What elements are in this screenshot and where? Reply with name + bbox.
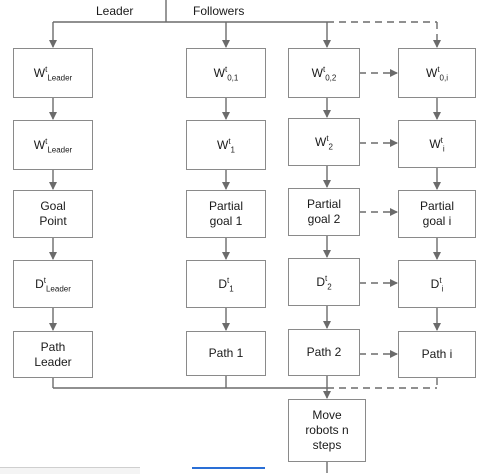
goal-point-line2: Point: [39, 214, 67, 228]
partial-goal-1-line2: goal 1: [209, 214, 243, 228]
move-robots-box: Move robots n steps: [288, 399, 366, 462]
partial-goal-1-line1: Partial: [208, 199, 243, 213]
leader-w-label-2: WtLeader: [33, 136, 73, 154]
f1-w-box-1: Wt0,1: [186, 48, 266, 98]
partial-goal-1-box: Partial goal 1: [186, 190, 266, 238]
partial-goal-2-line1: Partial: [306, 197, 341, 211]
path-leader-box: Path Leader: [13, 331, 93, 378]
move-robots-line3: steps: [312, 438, 342, 452]
leader-w-box-1: WtLeader: [13, 48, 93, 98]
fi-w-box-1: Wt0,i: [398, 48, 476, 98]
bottom-gray-strip: [0, 467, 140, 474]
move-robots-line2: robots n: [305, 423, 349, 437]
leader-d-label: DtLeader: [35, 275, 71, 293]
partial-goal-i-line2: goal i: [422, 214, 452, 228]
path-i-box: Path i: [398, 331, 476, 378]
f2-d-box: Dt2: [288, 258, 360, 306]
path-1-label: Path 1: [208, 346, 244, 360]
leader-label: Leader: [96, 4, 134, 18]
f1-d-label: Dt1: [218, 275, 234, 293]
goal-point-box: Goal Point: [13, 190, 93, 238]
f1-w-box-2: Wt1: [186, 120, 266, 170]
partial-goal-2-box: Partial goal 2: [288, 188, 360, 236]
goal-point-line1: Goal: [40, 199, 66, 213]
path-2-box: Path 2: [288, 329, 360, 376]
followers-label: Followers: [193, 4, 245, 18]
f2-d-label: Dt2: [316, 273, 332, 291]
partial-goal-i-line1: Partial: [419, 199, 454, 213]
f1-w-label-1: Wt0,1: [213, 64, 239, 82]
move-robots-line1: Move: [312, 408, 342, 422]
partial-goal-i-box: Partial goal i: [398, 190, 476, 238]
bottom-blue-strip: [192, 467, 265, 475]
leader-d-box: DtLeader: [13, 260, 93, 308]
path-1-box: Path 1: [186, 331, 266, 376]
partial-goal-2-line2: goal 2: [307, 212, 341, 226]
f2-w-label-2: Wt2: [314, 133, 333, 151]
fi-d-box: Dti: [398, 260, 476, 308]
fi-w-box-2: Wti: [398, 120, 476, 168]
f2-w-box-2: Wt2: [288, 118, 360, 166]
f1-d-box: Dt1: [186, 260, 266, 308]
f1-w-label-2: Wt1: [216, 136, 235, 154]
fi-d-label: Dti: [430, 275, 444, 293]
fi-w-label-2: Wti: [429, 135, 445, 153]
path-i-label: Path i: [421, 347, 453, 361]
path-leader-line2: Leader: [34, 354, 72, 369]
leader-w-box-2: WtLeader: [13, 120, 93, 170]
fi-w-label-1: Wt0,i: [425, 64, 448, 82]
f2-w-label-1: Wt0,2: [311, 64, 337, 82]
f2-w-box-1: Wt0,2: [288, 48, 360, 98]
path-leader-line1: Path: [40, 339, 66, 354]
leader-w-label-1: WtLeader: [33, 64, 73, 82]
path-2-label: Path 2: [306, 345, 342, 359]
